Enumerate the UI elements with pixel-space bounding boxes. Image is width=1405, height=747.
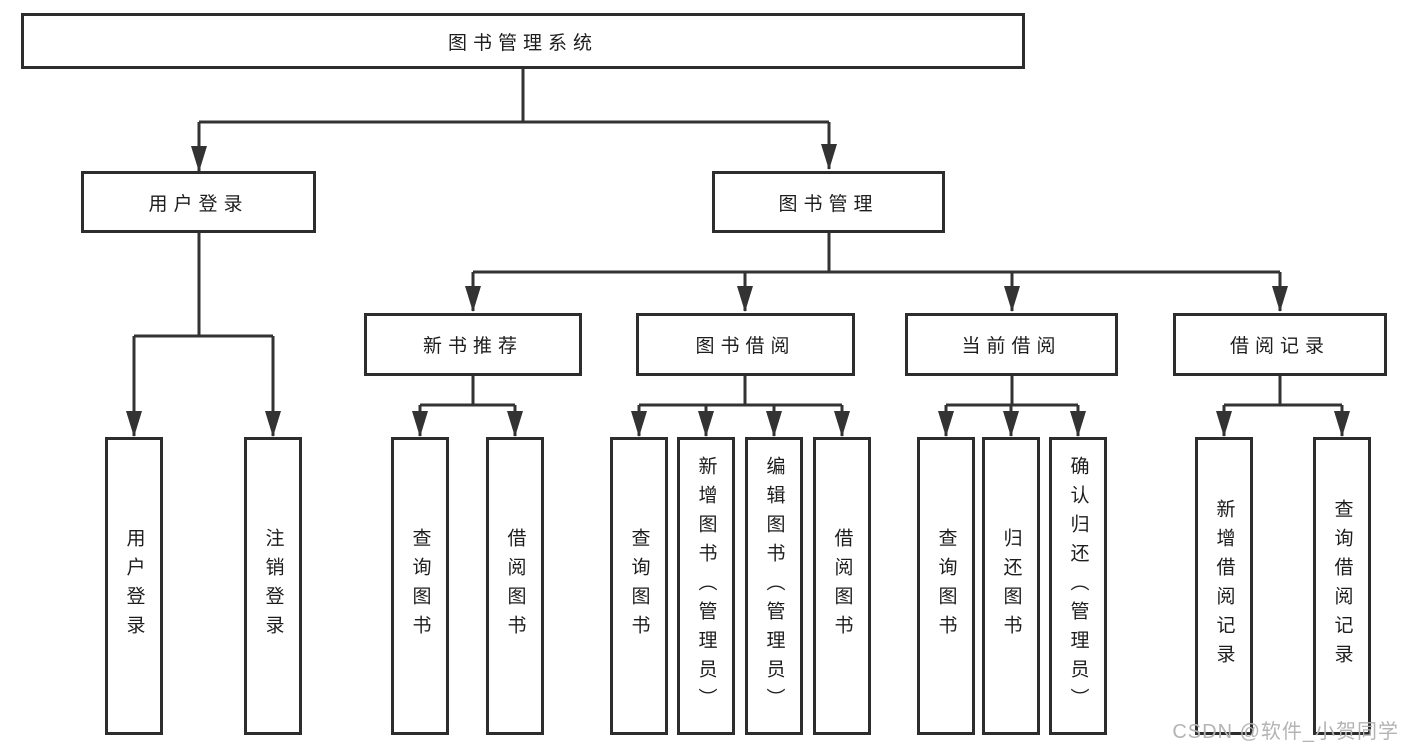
leaf-current-query-books-label: 查询图书 [935, 528, 957, 644]
node-borrow-records: 借阅记录 [1173, 313, 1387, 376]
leaf-current-confirm-return-admin-label: 确认归还（管理员） [1067, 455, 1089, 717]
leaf-borrowing-add-books-admin-label: 新增图书（管理员） [695, 455, 717, 717]
leaf-current-return-books: 归还图书 [982, 437, 1040, 735]
node-root: 图书管理系统 [21, 13, 1025, 69]
leaf-borrowing-borrow-books: 借阅图书 [813, 437, 871, 735]
node-current-borrowing-label: 当前借阅 [961, 336, 1062, 357]
leaf-newbook-borrow-books-label: 借阅图书 [504, 528, 526, 644]
node-borrow-records-label: 借阅记录 [1229, 336, 1330, 357]
node-book-management: 图书管理 [712, 171, 945, 233]
node-new-book-recommend-label: 新书推荐 [422, 336, 523, 357]
leaf-newbook-query-books-label: 查询图书 [409, 528, 431, 644]
leaf-borrowing-query-books-label: 查询图书 [628, 528, 650, 644]
leaf-current-return-books-label: 归还图书 [1000, 528, 1022, 644]
leaf-borrowing-edit-books-admin-label: 编辑图书（管理员） [763, 455, 785, 717]
node-current-borrowing: 当前借阅 [905, 313, 1118, 376]
leaf-current-confirm-return-admin: 确认归还（管理员） [1049, 437, 1107, 735]
leaf-newbook-query-books: 查询图书 [391, 437, 449, 735]
node-book-management-label: 图书管理 [778, 193, 879, 215]
node-user-login-label: 用户登录 [148, 193, 249, 215]
leaf-borrowing-edit-books-admin: 编辑图书（管理员） [745, 437, 803, 735]
node-new-book-recommend: 新书推荐 [364, 313, 582, 376]
node-book-borrowing: 图书借阅 [636, 313, 855, 376]
node-root-label: 图书管理系统 [447, 32, 598, 54]
leaf-records-add-record-label: 新增借阅记录 [1213, 499, 1235, 673]
leaf-user-login: 用户登录 [105, 437, 163, 735]
leaf-borrowing-borrow-books-label: 借阅图书 [831, 528, 853, 644]
leaf-borrowing-query-books: 查询图书 [610, 437, 668, 735]
leaf-records-add-record: 新增借阅记录 [1195, 437, 1253, 735]
node-book-borrowing-label: 图书借阅 [695, 336, 796, 357]
node-user-login: 用户登录 [81, 171, 316, 233]
leaf-current-query-books: 查询图书 [917, 437, 975, 735]
leaf-user-login-label: 用户登录 [123, 528, 145, 644]
leaf-borrowing-add-books-admin: 新增图书（管理员） [677, 437, 735, 735]
leaf-logout-label: 注销登录 [262, 528, 284, 644]
csdn-watermark: CSDN @软件_小贺同学 [1172, 721, 1399, 743]
leaf-newbook-borrow-books: 借阅图书 [486, 437, 544, 735]
leaf-logout: 注销登录 [244, 437, 302, 735]
leaf-records-query-record: 查询借阅记录 [1313, 437, 1371, 735]
leaf-records-query-record-label: 查询借阅记录 [1331, 499, 1353, 673]
